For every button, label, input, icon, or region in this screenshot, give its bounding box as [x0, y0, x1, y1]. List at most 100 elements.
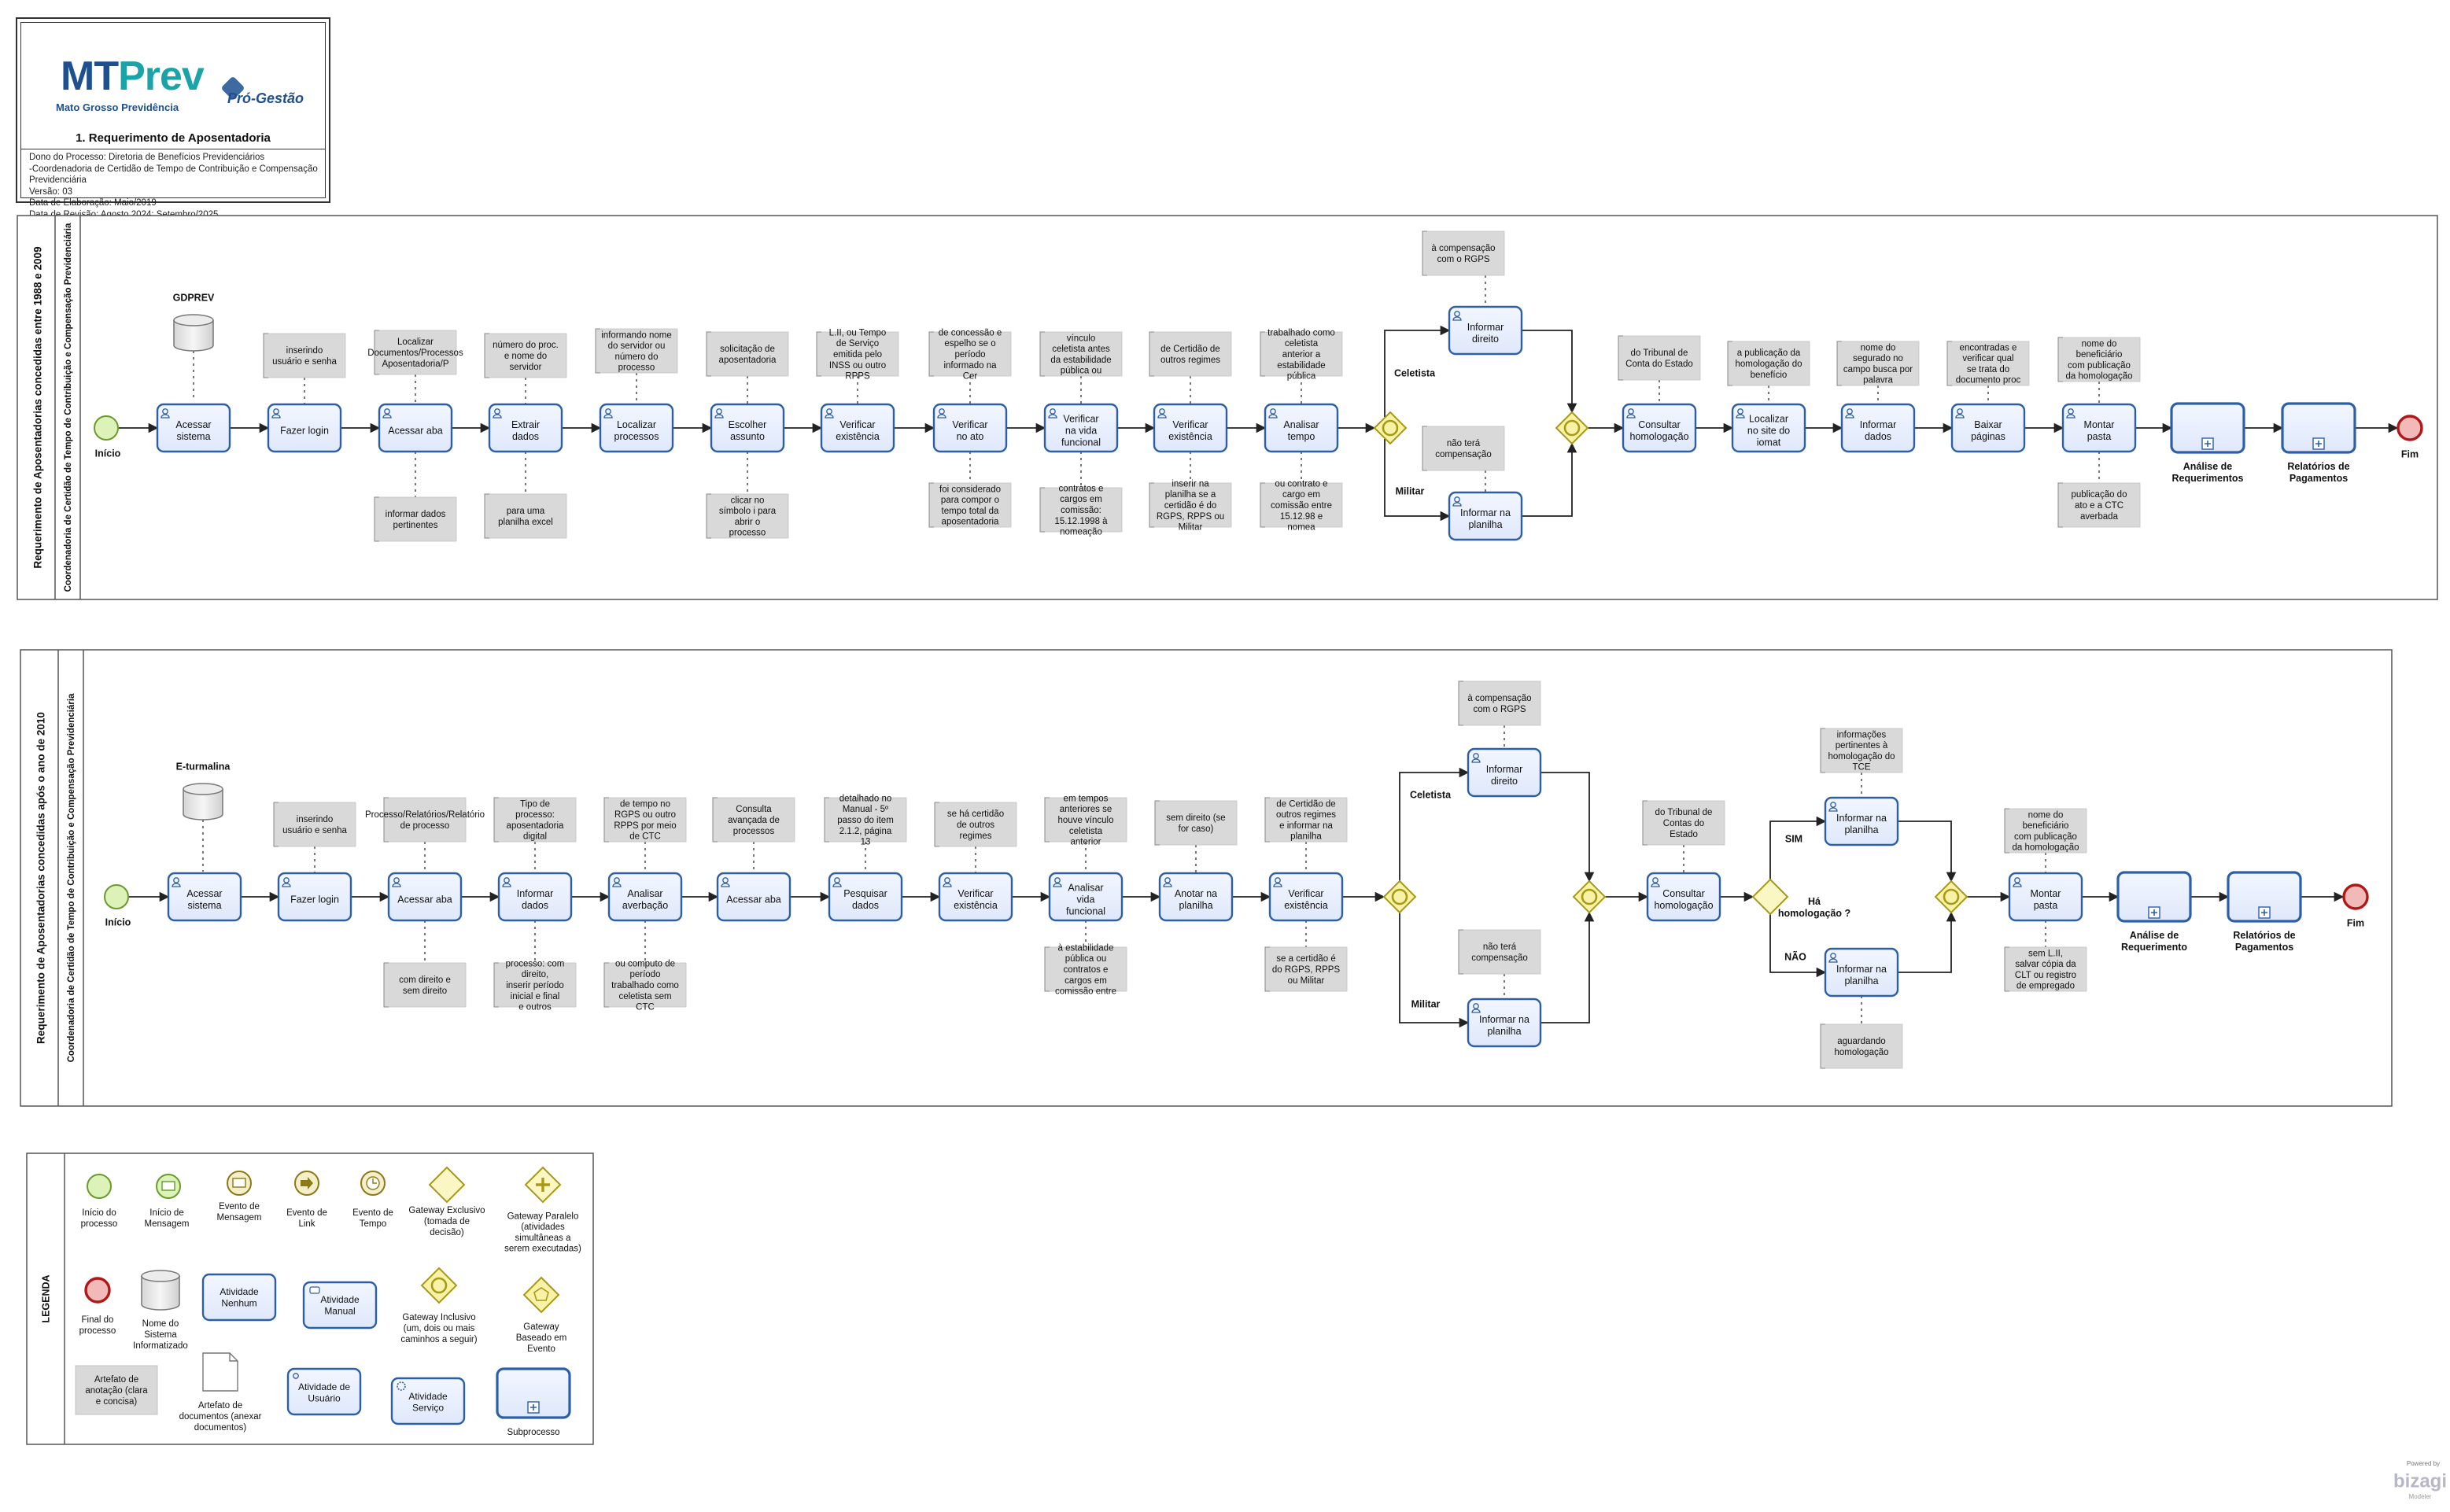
pool1-task-11[interactable] — [1264, 403, 1339, 453]
pool1-annotation-top-5-bracket — [706, 331, 711, 377]
pool2-task-informar-direito[interactable] — [1467, 747, 1542, 798]
pool2-task-3[interactable] — [387, 872, 463, 922]
pool1-task-7[interactable] — [820, 403, 895, 453]
pool1-annotation-top-6-bracket — [816, 331, 821, 377]
logo-accent: Prev — [118, 53, 205, 99]
user-icon-body — [1736, 414, 1745, 419]
pool1-task-5[interactable] — [599, 403, 674, 453]
pool1-annotation-top-4 — [595, 328, 678, 374]
user-icon — [834, 877, 840, 883]
user-icon-body — [161, 414, 170, 419]
pool2-task-planilha-sim[interactable] — [1824, 796, 1899, 846]
pool1-annotation-bottom-6-bracket — [1149, 482, 1154, 528]
partner-logo: Pró-Gestão — [227, 90, 304, 106]
pool1-annotation-bottom-3-bracket — [706, 493, 711, 539]
user-icon — [162, 408, 168, 415]
pool1-task-16[interactable] — [1840, 403, 1916, 453]
pool1-task-10[interactable] — [1153, 403, 1228, 453]
envelope-icon — [232, 1178, 246, 1188]
sequence-flow — [1399, 767, 1470, 881]
user-icon-body — [172, 883, 181, 887]
pool2-end-label: Fim — [2347, 917, 2364, 928]
pool1-task-18[interactable] — [2061, 403, 2137, 453]
pool1-annotation-bottom-4-bracket — [928, 482, 934, 528]
pool2-task-4[interactable] — [497, 872, 573, 922]
pool1-annotation-top-16 — [1946, 341, 2030, 386]
pool2-task-11[interactable] — [1268, 872, 1344, 922]
pool2-task-2[interactable] — [277, 872, 352, 922]
pool2-task-informar-planilha[interactable] — [1467, 998, 1542, 1048]
pool2-task-6[interactable] — [716, 872, 791, 922]
user-icon — [1847, 408, 1853, 415]
user-icon-body — [1471, 758, 1481, 763]
pool2-task-planilha-nao[interactable] — [1824, 947, 1899, 998]
pool2-task-5[interactable] — [607, 872, 683, 922]
pool1-subprocess-relatorios[interactable] — [2281, 402, 2356, 454]
pool1-annotation-top-17 — [2057, 337, 2141, 382]
pool2-task-consultar-homologacao[interactable] — [1646, 872, 1721, 922]
pool2-task-9[interactable] — [1048, 872, 1124, 922]
pool1-task-15[interactable] — [1731, 403, 1806, 453]
inclusive-ring — [430, 1277, 448, 1294]
pool2-task-10[interactable] — [1158, 872, 1234, 922]
pool1-task-3[interactable] — [378, 403, 453, 453]
plus-icon — [2315, 441, 2322, 447]
pool1-annotation-top-10-bracket — [1260, 331, 1265, 377]
pool2-task-8[interactable] — [938, 872, 1013, 922]
user-icon — [293, 1373, 299, 1379]
user-icon-body — [502, 883, 511, 887]
pool2-annotation-top-10 — [1264, 797, 1348, 843]
pool1-annotation-top-15-bracket — [1836, 341, 1842, 386]
pool2-task-1[interactable] — [167, 872, 242, 922]
mtprev-logo: MTPrev — [61, 53, 205, 100]
pool2-annotation-top-14-bracket — [1820, 728, 1825, 773]
pool2-annotation-bottom-7-bracket — [2004, 946, 2009, 992]
pool1-task-2[interactable] — [267, 403, 342, 453]
pool1-task-6[interactable] — [710, 403, 785, 453]
user-icon-body — [493, 414, 502, 419]
user-icon-body — [1163, 883, 1172, 887]
pool1-task-17[interactable] — [1950, 403, 2026, 453]
user-icon — [393, 877, 400, 883]
pool1-annotation-top-13-bracket — [1618, 335, 1623, 381]
pool1-task-informar-planilha[interactable] — [1448, 491, 1523, 541]
pool1-annotation-top-2-bracket — [374, 330, 379, 375]
pool2-subprocess-relatorios[interactable] — [2227, 871, 2302, 923]
pool1-task-9[interactable] — [1043, 403, 1119, 453]
legend-label-subprocess: Subprocesso — [507, 1428, 559, 1437]
pool2-task-7[interactable] — [828, 872, 903, 922]
pool2-task-montar-pasta[interactable] — [2008, 872, 2083, 922]
pool1-system-db — [173, 320, 214, 352]
user-icon-body — [612, 883, 622, 887]
pool1-task-1[interactable] — [156, 403, 231, 453]
pool1-task-informar-direito[interactable] — [1448, 305, 1523, 356]
user-icon-body — [832, 883, 842, 887]
pool1-task-4[interactable] — [488, 403, 563, 453]
pool1-task-14[interactable] — [1622, 403, 1697, 453]
pool2-subprocess-analise[interactable] — [2116, 871, 2192, 923]
pool1-annotation-bottom-5-bracket — [1039, 487, 1045, 533]
pool2-annotation-top-5 — [712, 797, 795, 843]
pool1-subprocess-analise[interactable] — [2170, 402, 2245, 454]
pool1-task-8[interactable] — [932, 403, 1008, 453]
